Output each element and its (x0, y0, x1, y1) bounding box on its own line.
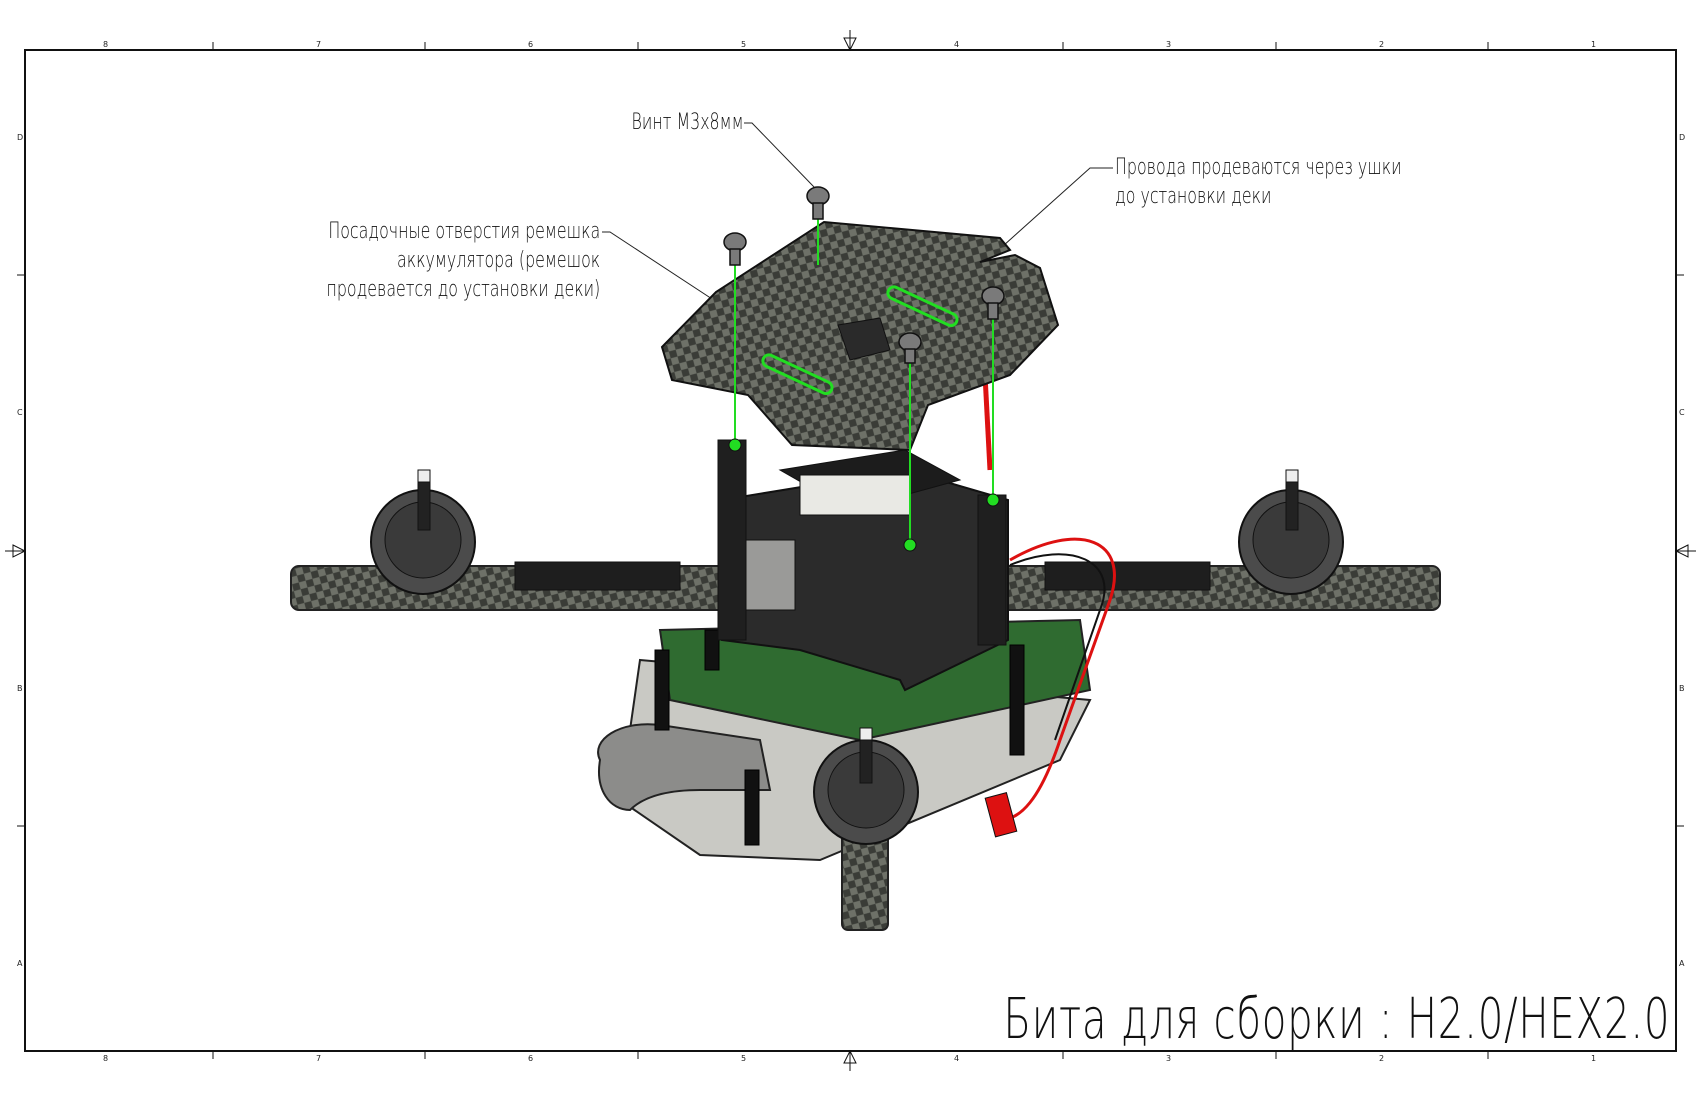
annotation-screw: Винт M3x8мм (632, 110, 744, 135)
zone-col-6-bottom: 6 (528, 1054, 534, 1063)
zone-row-a: A (17, 959, 23, 968)
screws (723, 186, 1005, 364)
motor-left (370, 469, 476, 595)
annotation-line: Провода продеваются через ушки (1115, 155, 1402, 180)
zone-row-b: B (17, 684, 23, 693)
zone-row-d-right: D (1679, 133, 1686, 142)
zone-col-7-bottom: 7 (316, 1054, 322, 1063)
annotation-strap-holes: Посадочные отверстия ремешка аккумулятор… (326, 217, 600, 304)
annotation-line: аккумулятора (ремешок (396, 248, 600, 273)
zone-col-4: 4 (954, 40, 960, 49)
leader-lines (602, 122, 1113, 317)
motor-right (1238, 469, 1344, 595)
zone-col-1: 1 (1591, 40, 1597, 49)
zone-col-3: 3 (1166, 40, 1172, 49)
zone-row-c-right: C (1679, 408, 1685, 417)
battery-wire (999, 537, 1116, 822)
annotation-wires: Провода продеваются через ушки до устано… (1115, 153, 1402, 211)
zone-row-a-right: A (1679, 959, 1685, 968)
annotation-line: до установки деки (1115, 184, 1272, 209)
zone-col-1-bottom: 1 (1591, 1054, 1597, 1063)
zone-row-c: C (17, 408, 23, 417)
zone-col-4-bottom: 4 (954, 1054, 960, 1063)
zone-col-6: 6 (528, 40, 534, 49)
sheet-title: Бита для сборки : H2.0/HEX2.0 (1003, 987, 1670, 1052)
zone-row-d: D (17, 133, 24, 142)
zone-col-5-bottom: 5 (741, 1054, 747, 1063)
zone-col-2-bottom: 2 (1379, 1054, 1385, 1063)
zone-col-3-bottom: 3 (1166, 1054, 1172, 1063)
annotation-line: продевается до установки деки) (326, 277, 600, 302)
battery-strap (597, 723, 772, 812)
zone-col-7: 7 (316, 40, 322, 49)
screw-guides (734, 210, 994, 545)
zone-col-8: 8 (103, 40, 109, 49)
zone-col-2: 2 (1379, 40, 1385, 49)
annotation-line: Посадочные отверстия ремешка (328, 219, 600, 244)
strap-slots-highlight (761, 285, 959, 396)
zone-row-b-right: B (1679, 684, 1685, 693)
motor-front (813, 727, 919, 845)
drone-assembly (290, 186, 1441, 931)
zone-col-8-bottom: 8 (103, 1054, 109, 1063)
zone-col-5: 5 (741, 40, 747, 49)
drawing-border (5, 30, 1696, 1071)
